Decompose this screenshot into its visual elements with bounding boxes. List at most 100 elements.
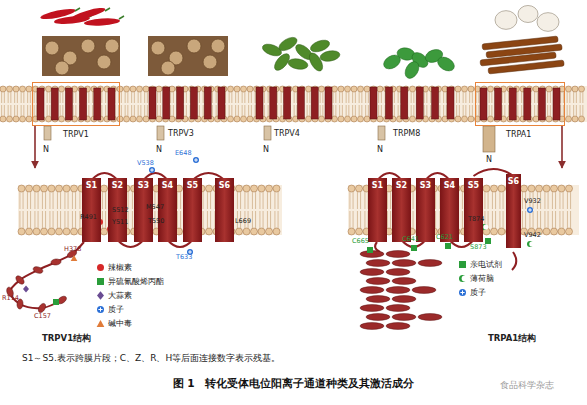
legend-text: 质子 bbox=[470, 288, 486, 297]
channel-helix bbox=[218, 87, 225, 119]
channel-helix bbox=[297, 87, 304, 119]
lipid-tail bbox=[540, 211, 541, 228]
lipid-tail bbox=[378, 92, 379, 103]
channel-helix bbox=[416, 87, 423, 119]
lipid-tail bbox=[30, 92, 31, 103]
lipid-tail bbox=[499, 211, 500, 228]
leaf bbox=[261, 42, 283, 58]
lipid-tail bbox=[92, 105, 93, 116]
lipid-tail bbox=[79, 192, 80, 209]
residue-label: T550 bbox=[148, 218, 164, 225]
lipid-tail bbox=[534, 92, 535, 103]
transmembrane-segment: S5 bbox=[464, 178, 483, 242]
lipid-tail bbox=[552, 192, 553, 209]
lipid-tail bbox=[522, 211, 523, 228]
legend-item: 质子 bbox=[458, 288, 486, 298]
channel-helix bbox=[311, 87, 318, 119]
segment-label: S2 bbox=[108, 182, 127, 190]
allicin-mark bbox=[23, 285, 29, 292]
segment-label: S4 bbox=[158, 182, 177, 190]
lipid-tail bbox=[365, 92, 366, 103]
log-end bbox=[81, 39, 95, 53]
lipid-tail bbox=[8, 92, 9, 103]
lipid-tail bbox=[60, 92, 61, 103]
lipid-tail bbox=[68, 211, 69, 228]
lipid-head bbox=[491, 185, 498, 192]
ankyrin-repeat bbox=[386, 305, 410, 312]
lipid-tail bbox=[360, 211, 361, 228]
menthol-mark-cut bbox=[529, 241, 534, 246]
lipid-tail bbox=[582, 105, 583, 116]
lipid-head bbox=[243, 185, 250, 192]
lipid-head bbox=[241, 86, 247, 92]
lipid-tail bbox=[45, 211, 46, 228]
channel-helix bbox=[190, 87, 197, 119]
ankyrin-repeat bbox=[360, 323, 384, 330]
lipid-tail bbox=[495, 211, 496, 228]
lipid-head bbox=[59, 116, 65, 122]
lipid-tail bbox=[456, 92, 457, 103]
lipid-tail bbox=[411, 105, 412, 116]
lipid-tail bbox=[101, 105, 102, 116]
lipid-tail bbox=[456, 105, 457, 116]
lipid-tail bbox=[309, 92, 310, 103]
lipid-tail bbox=[60, 105, 61, 116]
lipid-tail bbox=[30, 192, 31, 209]
lipid-tail bbox=[537, 211, 538, 228]
lipid-tail bbox=[489, 92, 490, 103]
lipid-head bbox=[345, 86, 351, 92]
lipid-tail bbox=[368, 92, 369, 103]
transmembrane-segment: S6 bbox=[215, 178, 234, 242]
leaf bbox=[287, 57, 308, 70]
lipid-head bbox=[356, 185, 363, 192]
lipid-head bbox=[41, 228, 48, 235]
n-terminal-stub bbox=[378, 126, 385, 140]
log-end bbox=[161, 61, 175, 75]
proton-mark-bar bbox=[100, 308, 101, 312]
segment-label: S5 bbox=[183, 182, 202, 190]
structure-panel: S1S2S3S4S5S6TRPA1结构 bbox=[345, 168, 577, 350]
lipid-tail bbox=[19, 211, 20, 228]
channel-helix bbox=[538, 88, 545, 120]
log-end bbox=[211, 39, 225, 53]
lipid-tail bbox=[521, 92, 522, 103]
lipid-head bbox=[243, 228, 250, 235]
lipid-tail bbox=[478, 105, 479, 116]
lipid-tail bbox=[252, 192, 253, 209]
lipid-head bbox=[566, 86, 572, 92]
lipid-head bbox=[462, 86, 468, 92]
lipid-head bbox=[13, 86, 19, 92]
lipid-tail bbox=[144, 105, 145, 116]
proton-mark bbox=[97, 306, 104, 313]
lipid-tail bbox=[231, 92, 232, 103]
figure-note: S1～S5.表示跨膜片段；C、Z、R、H等后面连接数字表示残基。 bbox=[22, 354, 280, 363]
channel-helix bbox=[270, 87, 277, 119]
lipid-head bbox=[543, 185, 550, 192]
lipid-head bbox=[572, 116, 578, 122]
lipid-tail bbox=[4, 92, 5, 103]
residue-label: S873 bbox=[470, 244, 487, 251]
lipid-head bbox=[13, 116, 19, 122]
lipid-tail bbox=[248, 192, 249, 209]
lipid-head bbox=[345, 116, 351, 122]
lipid-tail bbox=[199, 92, 200, 103]
lipid-tail bbox=[333, 105, 334, 116]
lipid-tail bbox=[550, 105, 551, 116]
panel-heading: TRPA1结构 bbox=[488, 334, 536, 343]
log-end bbox=[45, 41, 59, 55]
channel-helix bbox=[163, 87, 170, 119]
lipid-tail bbox=[335, 105, 336, 116]
lipid-head bbox=[483, 185, 490, 192]
lipid-head bbox=[266, 228, 273, 235]
lipid-tail bbox=[259, 211, 260, 228]
lipid-head bbox=[63, 185, 70, 192]
lipid-tail bbox=[333, 92, 334, 103]
lipid-tail bbox=[127, 92, 128, 103]
lipid-tail bbox=[255, 92, 256, 103]
lipid-tail bbox=[357, 211, 358, 228]
legend-sample bbox=[458, 274, 467, 283]
lipid-tail bbox=[177, 211, 178, 228]
lipid-tail bbox=[352, 92, 353, 103]
lipid-tail bbox=[353, 211, 354, 228]
